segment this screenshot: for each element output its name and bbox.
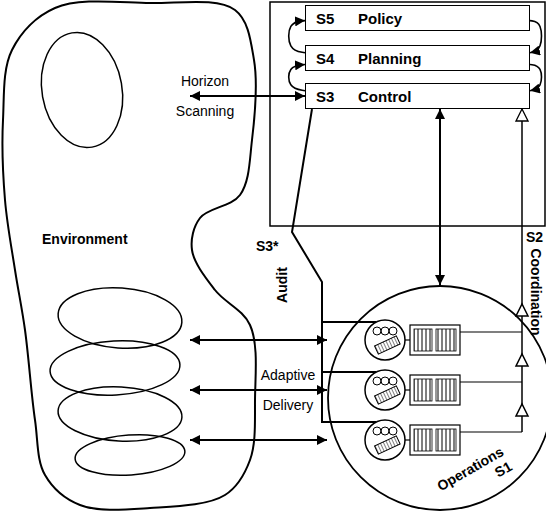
connector — [190, 339, 327, 341]
system-name: Control — [358, 88, 411, 105]
connector — [521, 109, 523, 285]
operations-outline — [327, 285, 546, 511]
system-number: S3 — [316, 88, 358, 105]
flow-label: Horizon Scanning — [170, 66, 240, 126]
operational-units — [365, 320, 522, 460]
connector — [190, 95, 305, 97]
system-number: S3* — [256, 238, 279, 254]
system-box: S4Planning — [305, 45, 530, 71]
system-box: S3Control — [305, 83, 530, 109]
system-name: Policy — [358, 10, 402, 27]
environment-outline — [2, 1, 255, 509]
node-label: Environment — [42, 231, 128, 247]
node-label: Operations S1 — [429, 443, 515, 512]
operations-circle: Operations S1 — [327, 285, 546, 511]
flow-label: Adaptive Delivery — [253, 360, 323, 420]
connector — [530, 65, 542, 91]
system-number: S2 — [526, 229, 543, 245]
channel-label: Coordination — [528, 248, 544, 335]
coordination-channel — [516, 285, 528, 432]
environment-subregions — [33, 26, 187, 479]
system-number: S5 — [316, 10, 358, 27]
operations-outline — [328, 286, 546, 510]
environment-region: Environment — [0, 0, 190, 510]
connector — [530, 21, 542, 53]
system-box: S5Policy — [305, 5, 530, 31]
channel-label: Audit — [274, 267, 290, 303]
connector — [439, 109, 441, 285]
connector — [190, 389, 327, 391]
audit-branches — [322, 322, 376, 422]
connector — [289, 65, 305, 91]
system-number: S4 — [316, 50, 358, 67]
connector — [190, 439, 327, 441]
connector — [289, 21, 305, 53]
system-name: Planning — [358, 50, 421, 67]
